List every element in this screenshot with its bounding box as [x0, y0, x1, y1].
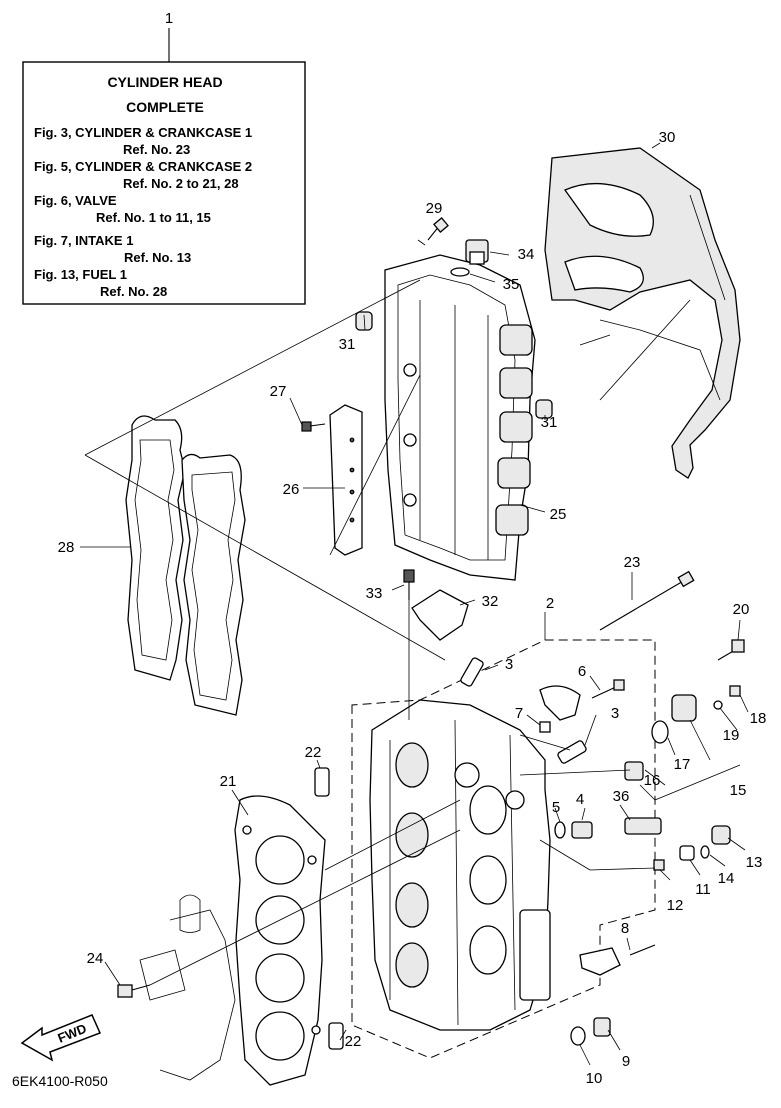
callout-23: 23 — [624, 554, 641, 571]
callout-15: 15 — [730, 782, 747, 799]
callout-31a: 31 — [339, 336, 356, 353]
callout-14: 14 — [718, 870, 735, 887]
drawing-code: 6EK4100-R050 — [12, 1073, 108, 1089]
small-parts — [117, 217, 745, 1050]
head-gasket-part-21 — [234, 795, 326, 1086]
callout-25: 25 — [550, 506, 567, 523]
callout-2: 2 — [546, 595, 554, 612]
callout-29: 29 — [426, 200, 443, 217]
callout-22b: 22 — [345, 1033, 362, 1050]
callout-26: 26 — [283, 481, 300, 498]
fwd-arrow: FWD — [20, 1014, 102, 1062]
callout-13: 13 — [746, 854, 763, 871]
callout-28: 28 — [58, 539, 75, 556]
callout-33: 33 — [366, 585, 383, 602]
note-line: Ref. No. 1 to 11, 15 — [96, 210, 211, 225]
note-line: Fig. 5, CYLINDER & CRANKCASE 2 — [34, 159, 252, 174]
callout-20: 20 — [733, 601, 750, 618]
cylinder-head-part-2 — [351, 639, 656, 1059]
callout-5: 5 — [552, 799, 560, 816]
note-line: Ref. No. 28 — [100, 284, 167, 299]
callout-7: 7 — [515, 705, 523, 722]
note-line: Ref. No. 2 to 21, 28 — [123, 176, 239, 191]
callout-19: 19 — [723, 727, 740, 744]
callout-4: 4 — [576, 791, 584, 808]
cover-part-30 — [544, 147, 741, 479]
callout-12: 12 — [667, 897, 684, 914]
callout-9: 9 — [622, 1053, 630, 1070]
gasket-part-28 — [125, 415, 246, 716]
leader-lines — [80, 142, 749, 1066]
note-line: Fig. 13, FUEL 1 — [34, 267, 127, 282]
callout-17: 17 — [674, 756, 691, 773]
note-line: Ref. No. 13 — [124, 250, 191, 265]
gasket-part-26 — [329, 404, 363, 556]
callout-3b: 3 — [611, 705, 619, 722]
callout-27: 27 — [270, 383, 287, 400]
callout-numbers: 1 30 29 34 35 31 27 31 26 25 28 23 33 32… — [58, 10, 767, 1087]
callout-31b: 31 — [541, 414, 558, 431]
note-line: Fig. 6, VALVE — [34, 193, 117, 208]
callout-21: 21 — [220, 773, 237, 790]
callout-11: 11 — [695, 881, 711, 898]
note-line: Fig. 7, INTAKE 1 — [34, 233, 133, 248]
note-title-line2: COMPLETE — [126, 99, 204, 115]
callout-34: 34 — [518, 246, 535, 263]
note-box: CYLINDER HEAD COMPLETE Fig. 3, CYLINDER … — [22, 28, 306, 305]
engine-block-outline — [139, 894, 236, 1081]
callout-10: 10 — [586, 1070, 603, 1087]
callout-30: 30 — [659, 129, 676, 146]
callout-6: 6 — [578, 663, 586, 680]
callout-3a: 3 — [505, 656, 513, 673]
callout-18: 18 — [750, 710, 767, 727]
valve-cover-part-25 — [384, 254, 536, 581]
callout-22a: 22 — [305, 744, 322, 761]
note-line: Ref. No. 23 — [123, 142, 190, 157]
callout-8: 8 — [621, 920, 629, 937]
note-line: Fig. 3, CYLINDER & CRANKCASE 1 — [34, 125, 252, 140]
note-title-line1: CYLINDER HEAD — [107, 74, 222, 90]
callout-24: 24 — [87, 950, 104, 967]
callout-16: 16 — [644, 772, 661, 789]
callout-35: 35 — [503, 276, 520, 293]
callout-1: 1 — [165, 10, 173, 27]
callout-36: 36 — [613, 788, 630, 805]
callout-32: 32 — [482, 593, 499, 610]
